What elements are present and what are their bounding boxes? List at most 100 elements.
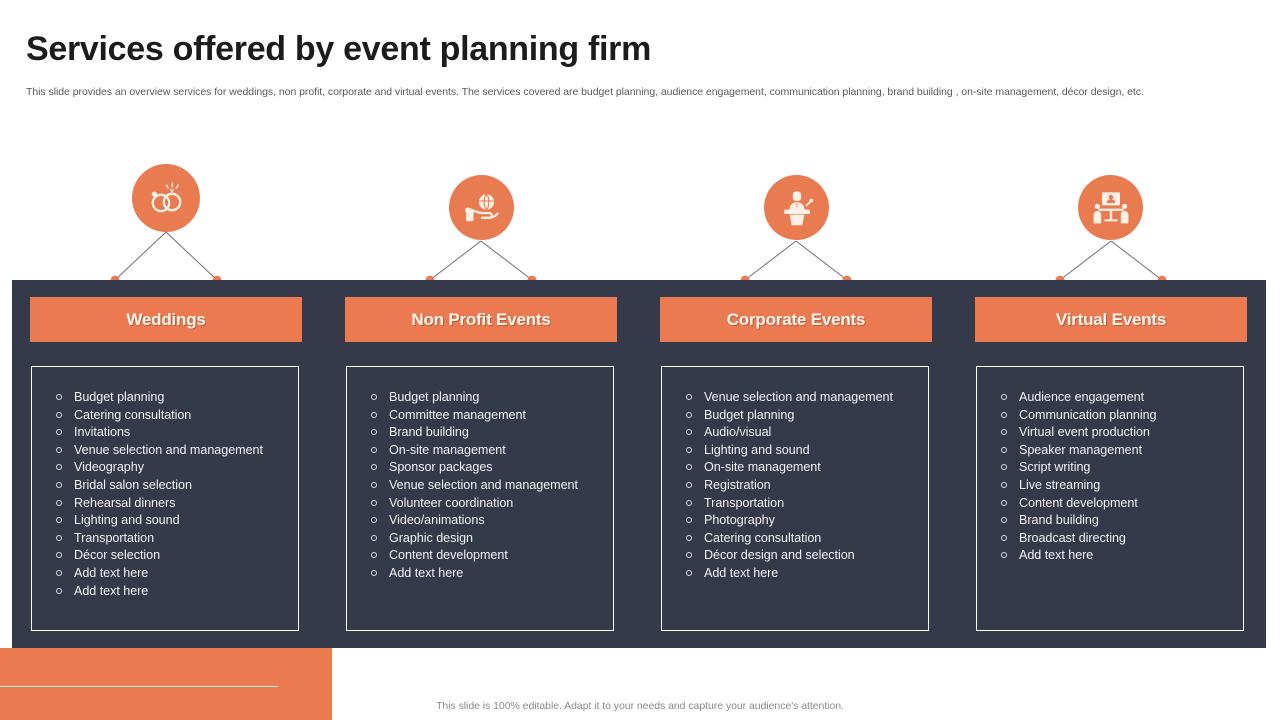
- list-item: Photography: [662, 512, 928, 530]
- list-item: Committee management: [347, 407, 613, 425]
- bullet-icon: [56, 499, 62, 506]
- list-item-label: Content development: [1019, 495, 1138, 510]
- bullet-icon: [56, 411, 62, 418]
- bullet-icon: [371, 569, 377, 576]
- list-item-label: Content development: [389, 548, 508, 563]
- bullet-icon: [1001, 394, 1007, 400]
- list-item-label: Video/animations: [389, 513, 485, 528]
- bullet-icon: [1001, 552, 1007, 559]
- wedding-rings-icon: [132, 164, 200, 232]
- bullet-icon: [686, 429, 692, 436]
- list-item: Live streaming: [977, 477, 1243, 495]
- bullet-icon: [1001, 534, 1007, 541]
- list-item-label: Add text here: [74, 565, 149, 580]
- list-item-label: Venue selection and management: [389, 477, 578, 492]
- list-item-label: Script writing: [1019, 460, 1091, 475]
- bullet-icon: [56, 429, 62, 436]
- list-item: Catering consultation: [662, 530, 928, 548]
- list-item: Venue selection and management: [32, 442, 298, 460]
- bullet-icon: [56, 446, 62, 453]
- bullet-icon: [371, 481, 377, 488]
- column-header-corporate-events[interactable]: Corporate Events: [660, 297, 932, 342]
- list-item-label: Catering consultation: [74, 407, 192, 422]
- bullet-icon: [371, 446, 377, 453]
- list-item: Content development: [977, 495, 1243, 513]
- list-item-label: On-site management: [389, 442, 506, 457]
- bullet-icon: [56, 464, 62, 471]
- list-item: Brand building: [977, 512, 1243, 530]
- list-item-label: Transportation: [704, 495, 785, 510]
- column-title: Virtual Events: [1055, 309, 1167, 329]
- bullet-icon: [1001, 517, 1007, 524]
- list-item: Volunteer coordination: [347, 495, 613, 513]
- list-item-label: Communication planning: [1019, 407, 1157, 422]
- slide-description: This slide provides an overview services…: [26, 86, 1144, 98]
- column-header-weddings[interactable]: Weddings: [30, 297, 302, 342]
- list-item-label: Décor design and selection: [704, 548, 855, 563]
- bullet-icon: [56, 517, 62, 524]
- bottom-left-accent-block: [0, 648, 332, 720]
- list-item-label: Virtual event production: [1019, 425, 1150, 440]
- list-item-label: Bridal salon selection: [74, 477, 192, 492]
- bullet-icon: [371, 499, 377, 506]
- column-title: Corporate Events: [726, 309, 866, 329]
- list-item-label: Budget planning: [704, 407, 795, 422]
- list-item: On-site management: [347, 442, 613, 460]
- connector-line: [744, 240, 797, 281]
- list-item-label: Brand building: [389, 425, 469, 440]
- bullet-icon: [371, 464, 377, 471]
- list-item: Add text here: [32, 583, 298, 601]
- list-item: Transportation: [32, 530, 298, 548]
- bullet-icon: [1001, 411, 1007, 418]
- list-item: Bridal salon selection: [32, 477, 298, 495]
- list-item: Videography: [32, 459, 298, 477]
- list-item: Video/animations: [347, 512, 613, 530]
- list-item-label: Graphic design: [389, 530, 474, 545]
- list-item-label: Budget planning: [74, 390, 165, 404]
- column-header-virtual-events[interactable]: Virtual Events: [975, 297, 1247, 342]
- list-item-label: Videography: [74, 460, 144, 475]
- list-item-label: Add text here: [1019, 548, 1094, 563]
- bullet-icon: [686, 499, 692, 506]
- bullet-icon: [371, 517, 377, 524]
- bullet-icon: [56, 569, 62, 576]
- bullet-icon: [56, 481, 62, 488]
- connector-line: [1110, 240, 1163, 281]
- connector-lines: [110, 231, 1167, 285]
- list-item-label: On-site management: [704, 460, 821, 475]
- list-item: Graphic design: [347, 530, 613, 548]
- bullet-icon: [1001, 481, 1007, 488]
- list-item: Content development: [347, 547, 613, 565]
- accent-divider-line: [0, 686, 278, 687]
- list-item-label: Add text here: [389, 565, 464, 580]
- column-title: Weddings: [126, 309, 206, 329]
- list-item: Add text here: [977, 547, 1243, 565]
- list-item-label: Budget planning: [389, 390, 480, 404]
- bullet-icon: [1001, 464, 1007, 471]
- list-item: On-site management: [662, 459, 928, 477]
- list-item: Communication planning: [977, 407, 1243, 425]
- bullet-icon: [686, 534, 692, 541]
- bullet-icon: [56, 552, 62, 559]
- bullet-icon: [686, 446, 692, 453]
- list-item: Rehearsal dinners: [32, 495, 298, 513]
- list-item: Décor selection: [32, 547, 298, 565]
- bullet-icon: [371, 534, 377, 541]
- list-item-label: Registration: [704, 477, 771, 492]
- column-title: Non Profit Events: [411, 309, 551, 329]
- column-header-non-profit-events[interactable]: Non Profit Events: [345, 297, 617, 342]
- list-item: Add text here: [32, 565, 298, 583]
- bullet-icon: [686, 552, 692, 559]
- connector-line: [480, 240, 533, 281]
- list-item: Broadcast directing: [977, 530, 1243, 548]
- list-item: Budget planning: [662, 407, 928, 425]
- list-item-label: Add text here: [704, 565, 779, 580]
- list-item-label: Venue selection and management: [74, 442, 263, 457]
- list-item: Registration: [662, 477, 928, 495]
